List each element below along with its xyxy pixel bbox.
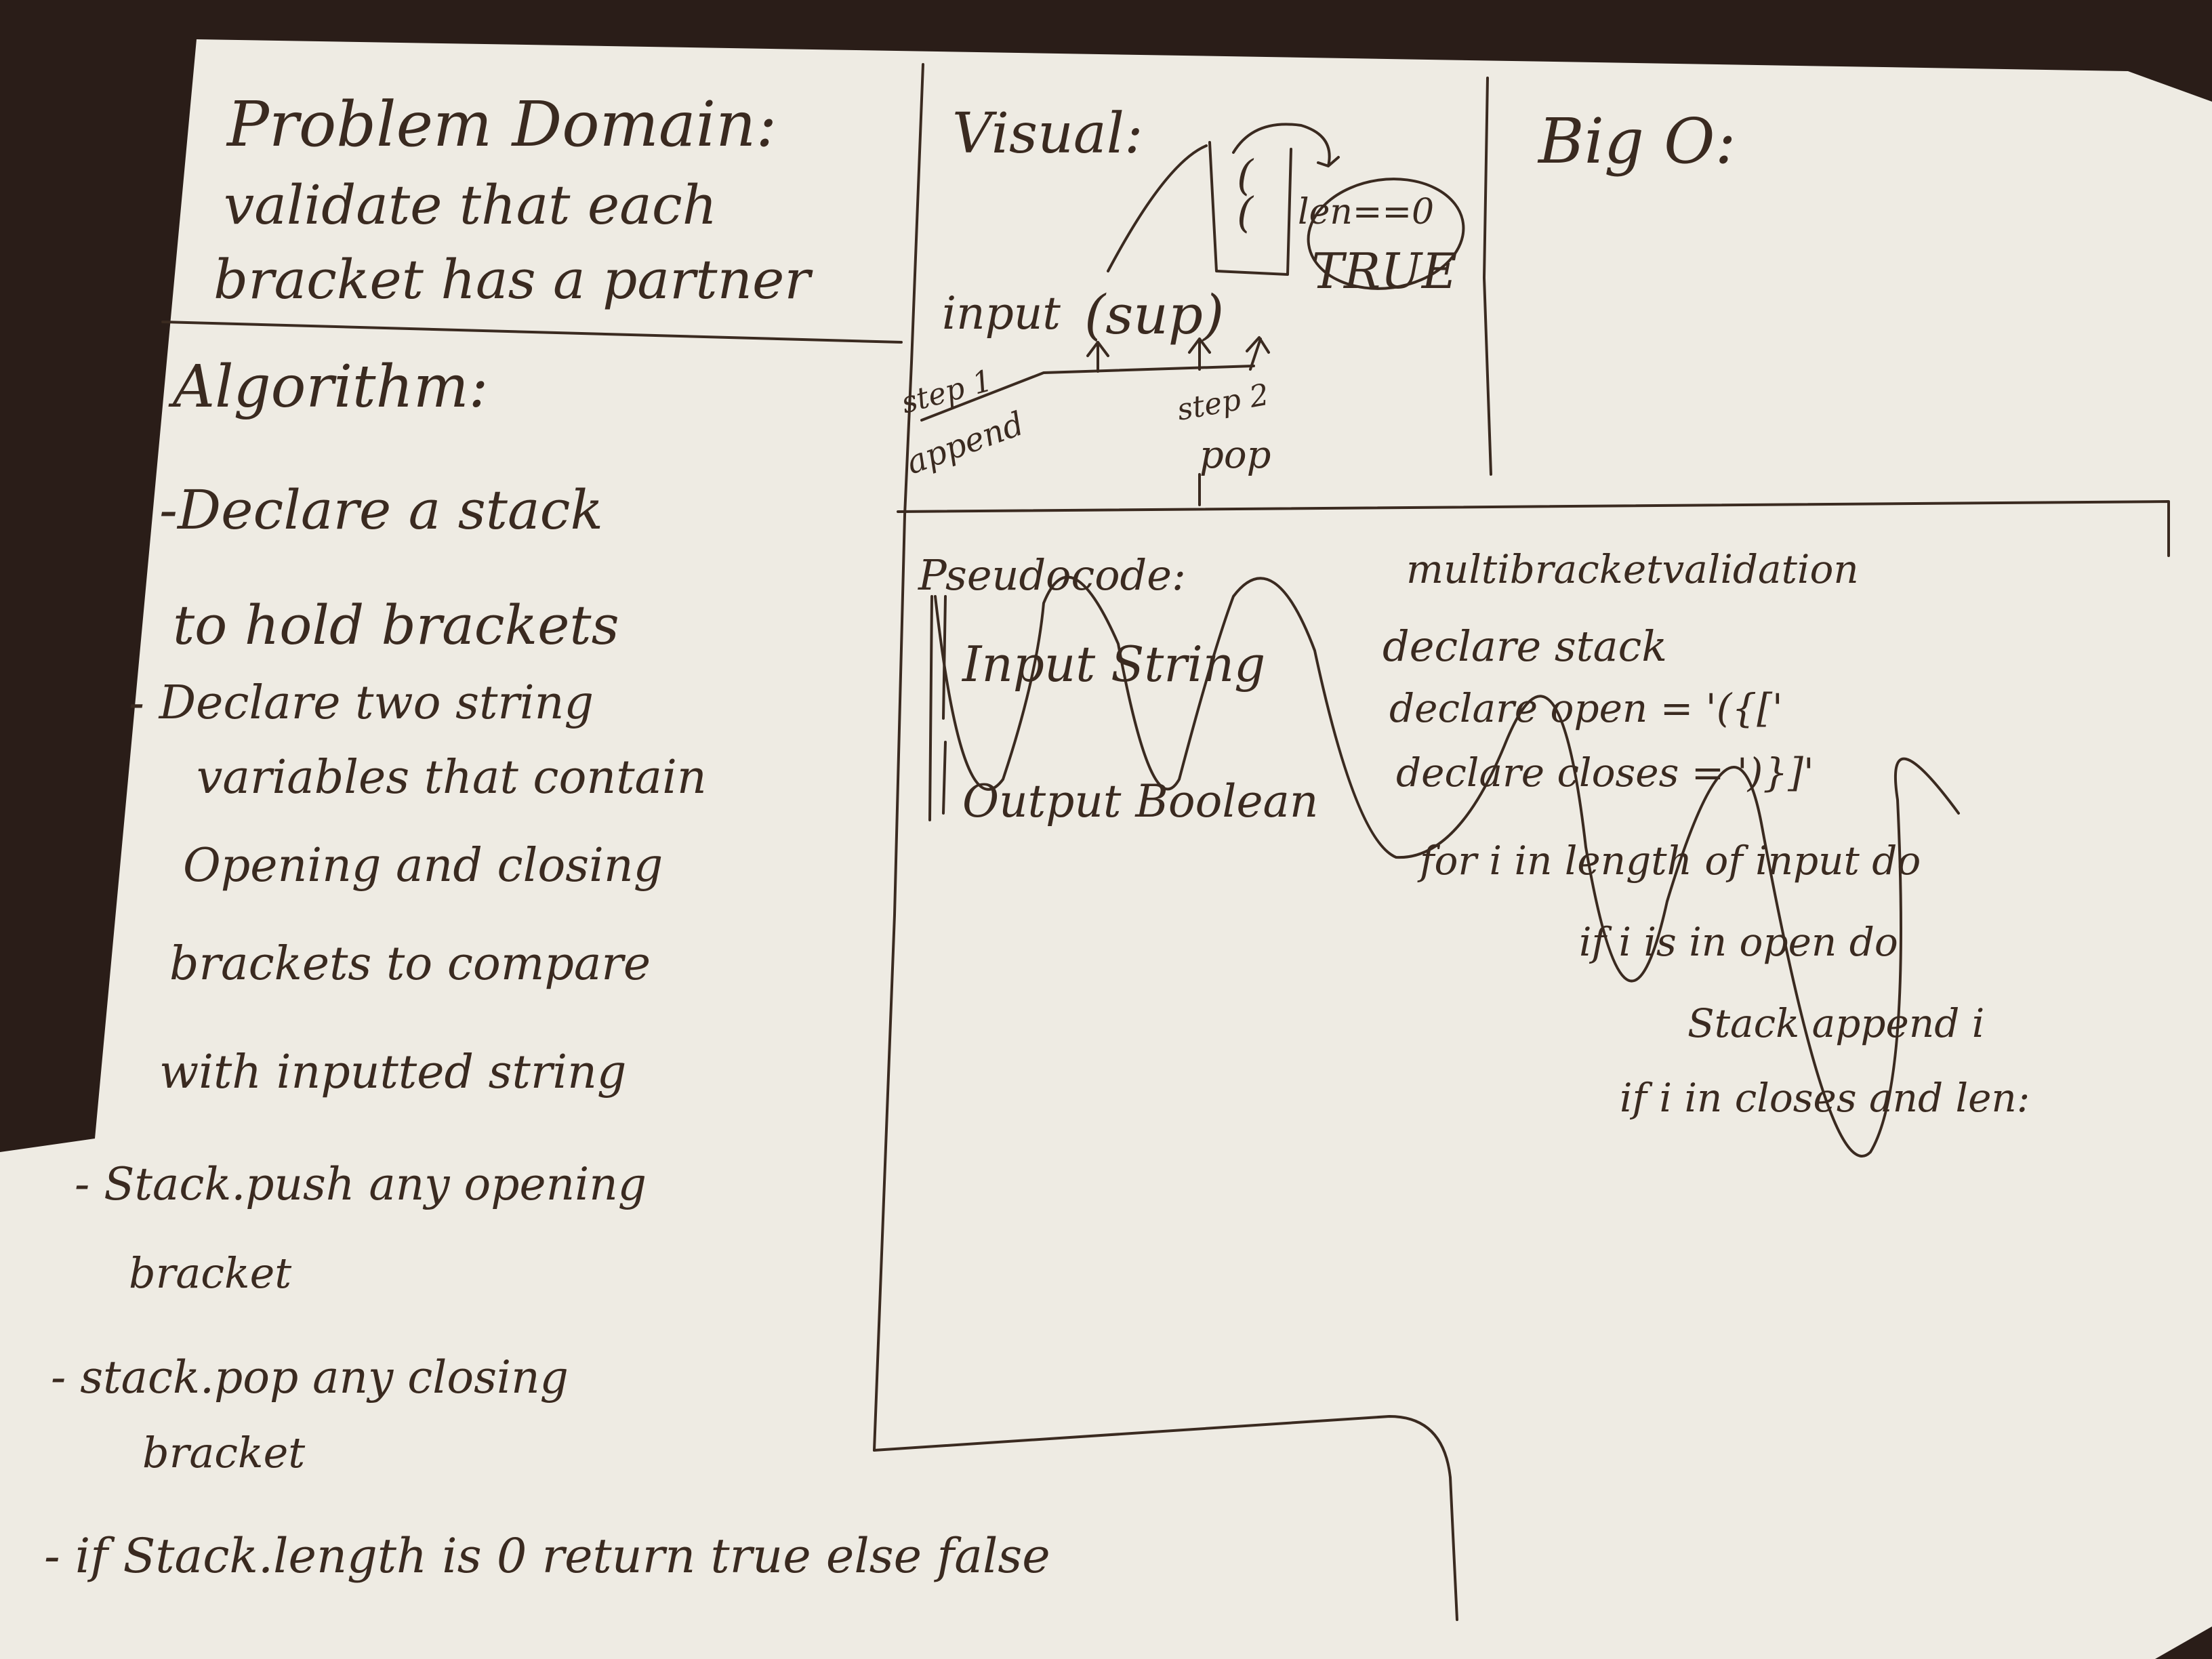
step1-pointer — [1086, 341, 1109, 373]
step2-pointer — [1188, 337, 1211, 371]
code-line-3: declare open = '({[' — [1389, 685, 1783, 731]
code-line-6: if i is in open do — [1579, 919, 1898, 965]
paper-sheet — [0, 39, 2212, 1659]
visual-section: Visual: ( ( len==0 TRUE input (sup) step… — [898, 102, 1465, 506]
problem-domain-heading: Problem Domain: — [226, 88, 777, 161]
problem-domain-section: Problem Domain: validate that each brack… — [213, 88, 813, 311]
code-section: multibracketvalidation declare stack dec… — [1382, 546, 2030, 1121]
algorithm-line-11: bracket — [142, 1428, 305, 1477]
big-o-section: Big O: — [1537, 105, 1736, 178]
true-result-circle — [1307, 178, 1465, 290]
algorithm-line-10: - stack.pop any closing — [51, 1351, 569, 1404]
code-line-1: multibracketvalidation — [1406, 546, 1859, 592]
stack-item-top: ( — [1237, 150, 1254, 200]
stack-arrow-arc — [1107, 144, 1208, 272]
section-dividers — [161, 63, 2170, 1621]
length-check: len==0 — [1298, 192, 1434, 232]
algorithm-section: Algorithm: -Declare a stack to hold brac… — [44, 353, 1050, 1584]
pseudocode-output: Output Boolean — [962, 775, 1318, 827]
algorithm-line-1: -Declare a stack — [159, 478, 603, 541]
big-o-heading: Big O: — [1537, 105, 1736, 178]
algorithm-line-8: - Stack.push any opening — [75, 1158, 647, 1210]
algorithm-line-3: - Declare two string — [129, 676, 594, 730]
problem-domain-line-2: bracket has a partner — [213, 248, 813, 311]
algorithm-line-4: variables that contain — [197, 751, 707, 804]
stack-loop-arrow — [1232, 123, 1340, 167]
algorithm-line-2: to hold brackets — [173, 594, 619, 657]
pseudocode-input: Input String — [961, 636, 1265, 693]
stack-box — [1208, 141, 1292, 276]
algorithm-line-5: Opening and closing — [183, 839, 663, 893]
code-line-7: Stack append i — [1687, 1000, 1984, 1046]
algorithm-line-6: brackets to compare — [169, 937, 651, 991]
code-line-5: for i in length of input do — [1417, 838, 1921, 884]
algorithm-line-7: with inputted string — [159, 1046, 626, 1099]
stack-item-bottom: ( — [1237, 188, 1254, 237]
step-underline — [920, 365, 1255, 422]
algorithm-heading: Algorithm: — [168, 353, 489, 421]
step2-action: pop — [1200, 433, 1271, 477]
pseudocode-section: Pseudocode: Input String Output Boolean — [918, 550, 1318, 827]
visual-input-value: (sup) — [1084, 283, 1224, 346]
visual-heading: Visual: — [952, 102, 1143, 166]
true-result: TRUE — [1311, 243, 1457, 300]
code-line-2: declare stack — [1382, 621, 1667, 671]
end-pointer — [1246, 336, 1270, 371]
pseudocode-heading: Pseudocode: — [918, 550, 1186, 600]
scribble-wave — [934, 575, 1960, 1158]
algorithm-line-12: - if Stack.length is 0 return true else … — [44, 1528, 1050, 1584]
algorithm-line-9: bracket — [129, 1248, 291, 1298]
problem-domain-line-1: validate that each — [224, 173, 717, 237]
visual-input-label: input — [942, 287, 1061, 340]
